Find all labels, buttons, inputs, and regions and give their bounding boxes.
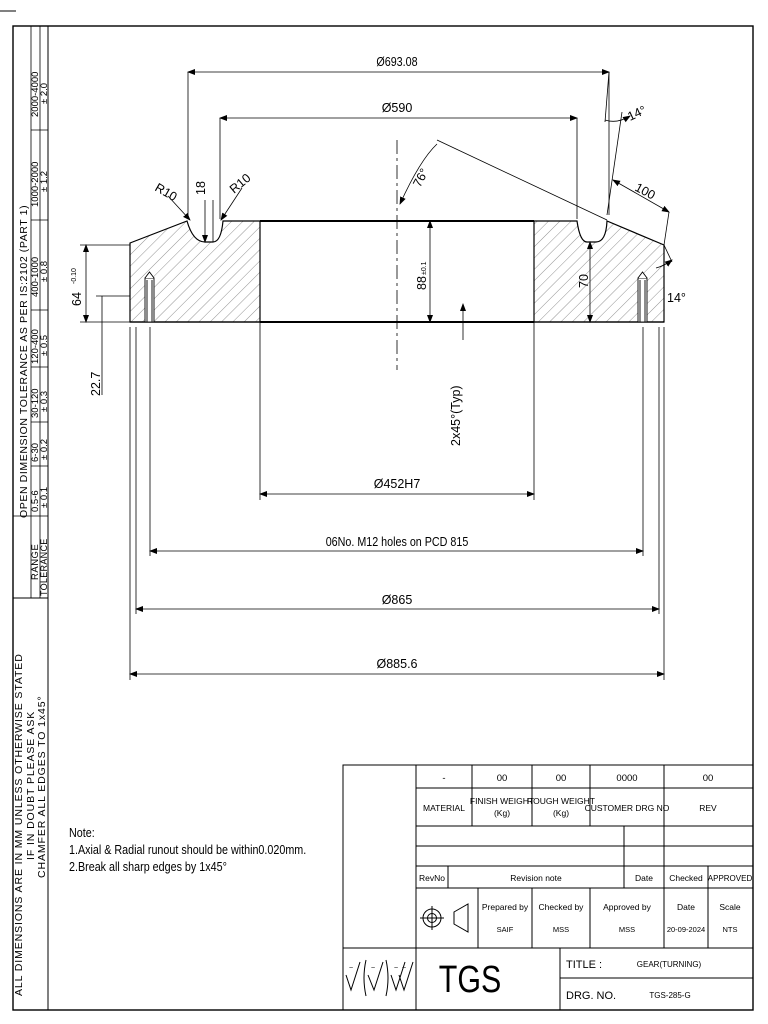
revno-label: RevNo [419, 873, 445, 883]
dim-angle-14-side: 14° [667, 291, 686, 305]
dim-590: Ø590 [382, 101, 413, 115]
projection-symbol-icon [420, 903, 469, 933]
customer-drg-value: 0000 [616, 773, 637, 784]
prepared-by-label: Prepared by [482, 902, 529, 912]
material-label: MATERIAL [423, 803, 465, 813]
dim-r10-right: R10 [227, 171, 254, 196]
dim-693: Ø693.08 [376, 55, 417, 69]
rough-weight-unit: (Kg) [553, 808, 569, 818]
dim-angle-14-top: 14° [625, 103, 648, 124]
checked-label: Checked [669, 873, 703, 883]
dimension-labels: Ø693.08 Ø590 Ø452H7 06No. M12 holes on P… [70, 55, 686, 671]
dimension-lines [80, 69, 673, 680]
dim-100: 100 [633, 180, 658, 202]
svg-text:~: ~ [349, 965, 353, 972]
dim-angle-76: 76° [410, 166, 431, 189]
dim-452: Ø452H7 [374, 477, 421, 491]
threaded-hole-right [637, 271, 648, 323]
scale-value: NTS [723, 925, 738, 934]
dim-64: 64 [70, 292, 84, 306]
finish-weight-unit: (Kg) [494, 808, 510, 818]
material-value: - [442, 773, 445, 784]
tolerance-tol-label: TOLERANCE [39, 538, 49, 596]
notes-block: Note: 1.Axial & Radial runout should be … [69, 825, 306, 876]
title-value: GEAR(TURNING) [637, 960, 702, 969]
scale-label: Scale [719, 902, 741, 912]
title-block-grid [342, 764, 754, 1011]
prepared-by-value: SAIF [497, 925, 514, 934]
tolerance-range-label: RANGE [30, 544, 41, 580]
customer-drg-label: CUSTOMER DRG NO [585, 803, 670, 813]
finish-weight-label: FINISH WEIGHT [470, 796, 534, 806]
svg-text:~: ~ [394, 965, 398, 972]
part-section-right [533, 220, 665, 323]
dim-r10-left: R10 [153, 180, 180, 204]
drg-label: DRG. NO. [566, 990, 616, 1002]
drg-value: TGS-285-G [649, 991, 690, 1000]
surface-finish-icon [345, 959, 414, 997]
surface-finish-marks: ~ ~ ~ ~ [349, 965, 406, 972]
threaded-hole-left [144, 271, 155, 323]
approved-by-value: MSS [619, 925, 635, 934]
rough-weight-value: 00 [556, 773, 567, 784]
tol-5: ± 1.2 [39, 171, 50, 192]
tolerance-ranges: 0.5-6 6-30 30-120 120-400 400-1000 1000-… [30, 72, 50, 512]
dim-88: 88 [415, 276, 429, 290]
tol-2: ± 0.3 [39, 391, 50, 412]
rough-weight-label: ROUGH WEIGHT [527, 796, 595, 806]
side-note-2: IF IN DOUBT PLEASE ASK [25, 711, 37, 860]
tol-6: ± 2.0 [39, 83, 50, 104]
tol-0: ± 0.1 [39, 487, 50, 508]
tolerance-title: OPEN DIMENSION TOLERANCE AS PER IS:2102 … [18, 205, 30, 518]
approved-label: APPROVED [708, 874, 753, 883]
note-item-1: 1.Axial & Radial runout should be within… [69, 843, 307, 857]
approved-by-label: Approved by [603, 902, 651, 912]
range-5: 1000-2000 [30, 162, 41, 207]
dim-22: 22.7 [89, 372, 103, 396]
date-label: Date [635, 873, 653, 883]
notes-heading: Note: [69, 826, 95, 840]
dim-88-tol: ±0.1 [421, 261, 428, 275]
svg-text:~: ~ [371, 965, 375, 972]
side-note-1: ALL DIMENSIONS ARE IN MM UNLESS OTHERWIS… [13, 653, 25, 996]
date-value: 20-09-2024 [667, 925, 705, 934]
range-6: 2000-4000 [30, 72, 41, 117]
dim-865: Ø865 [382, 593, 413, 607]
date-col-label: Date [677, 902, 695, 912]
tol-1: ± 0.2 [39, 439, 50, 460]
dim-64-tol: -0.10 [71, 268, 78, 284]
dim-chamfer: 2x45°(Typ) [449, 385, 463, 446]
tol-4: ± 0.8 [39, 261, 50, 282]
checked-by-label: Checked by [539, 902, 585, 912]
title-block-texts: - 00 00 0000 00 MATERIAL FINISH WEIGHT (… [419, 773, 752, 1002]
range-3: 120-400 [30, 329, 41, 364]
side-note-3: CHAMFER ALL EDGES TO 1x45° [36, 695, 48, 878]
title-label: TITLE : [566, 959, 602, 971]
dim-pcd: 06No. M12 holes on PCD 815 [326, 535, 469, 549]
dim-70: 70 [577, 274, 591, 288]
tol-3: ± 0.5 [39, 335, 50, 356]
revision-note-label: Revision note [510, 873, 562, 883]
rev-value: 00 [703, 773, 714, 784]
dim-18: 18 [194, 181, 208, 195]
checked-by-value: MSS [553, 925, 569, 934]
tolerance-table [13, 26, 48, 598]
note-item-2: 2.Break all sharp edges by 1x45° [69, 860, 227, 874]
rev-label: REV [699, 803, 717, 813]
range-4: 400-1000 [30, 257, 41, 297]
range-2: 30-120 [30, 388, 41, 418]
range-0: 0.5-6 [30, 490, 41, 512]
finish-weight-value: 00 [497, 773, 508, 784]
range-1: 6-30 [30, 443, 41, 462]
svg-text:~: ~ [402, 965, 406, 972]
company-name: TGS [439, 959, 501, 1001]
dim-885: Ø885.6 [376, 657, 417, 671]
